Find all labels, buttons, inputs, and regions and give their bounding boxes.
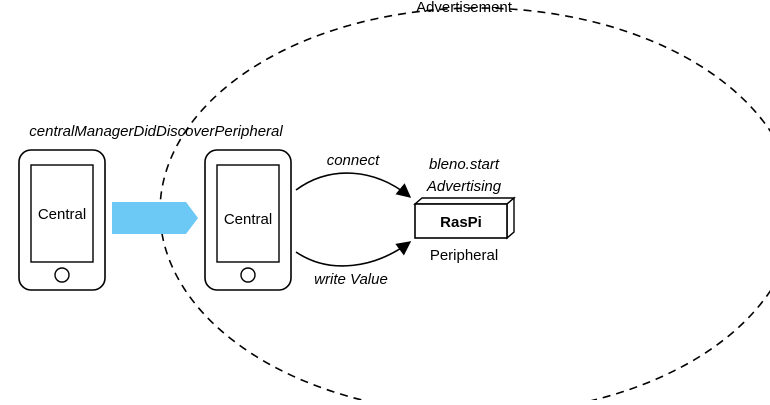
advertisement-label: Advertisement	[416, 0, 513, 16]
central-label-right: Central	[224, 211, 272, 228]
central-label-left: Central	[38, 206, 86, 223]
write-value-label: write Value	[314, 271, 388, 288]
raspi-device: RasPi	[413, 196, 516, 240]
raspi-label: RasPi	[440, 214, 482, 231]
phone-screen	[216, 164, 280, 263]
peripheral-label: Peripheral	[430, 247, 498, 264]
home-button-icon	[240, 267, 256, 283]
home-button-icon	[54, 267, 70, 283]
write-value-arrow	[295, 241, 412, 267]
connect-arrow	[295, 172, 412, 198]
transition-arrow	[112, 202, 198, 234]
discover-callback-caption: centralManagerDidDiscoverPeripheral	[29, 123, 283, 140]
central-phone-right: Central	[204, 149, 292, 291]
central-phone-left: Central	[18, 149, 106, 291]
connect-label: connect	[327, 152, 380, 169]
phone-screen	[30, 164, 94, 263]
bleno-call-line1: bleno.start	[429, 156, 500, 173]
raspi-top-face	[413, 197, 516, 205]
raspi-front-face	[414, 203, 508, 239]
bleno-call-line2: Advertising	[426, 178, 502, 195]
raspi-side-face	[506, 196, 515, 240]
